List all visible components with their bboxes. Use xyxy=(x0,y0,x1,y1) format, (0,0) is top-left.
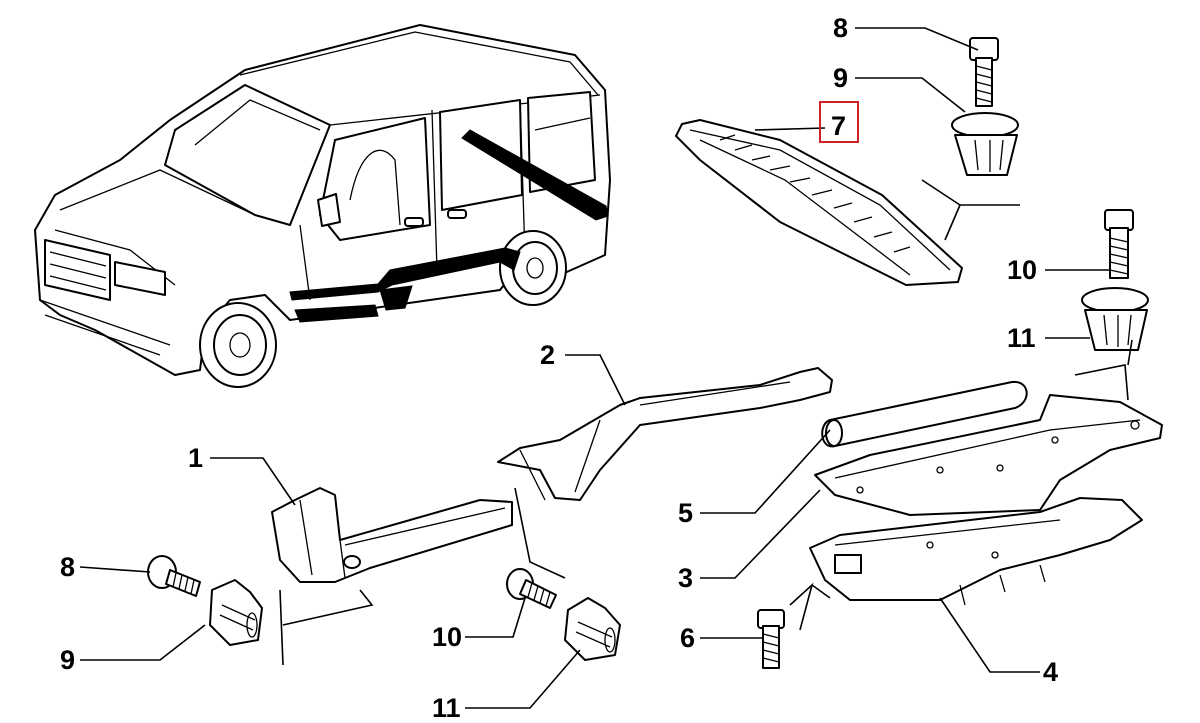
screw-10-mid xyxy=(506,568,557,609)
callout-1: 1 xyxy=(188,443,204,473)
trim-part-1 xyxy=(271,487,513,583)
trim-part-2 xyxy=(497,367,833,501)
screw-6 xyxy=(757,609,785,669)
clip-9-left xyxy=(209,579,263,646)
callout-11-right: 11 xyxy=(1007,323,1036,353)
van-illustration xyxy=(34,24,611,388)
highlight-box xyxy=(819,101,859,143)
callout-4: 4 xyxy=(1043,657,1059,687)
callout-10-mid: 10 xyxy=(432,622,463,652)
callout-8-top: 8 xyxy=(833,13,849,43)
callout-11-mid: 11 xyxy=(432,693,461,723)
callout-6: 6 xyxy=(680,623,696,653)
clip-9-top xyxy=(951,112,1019,176)
callout-8-left: 8 xyxy=(60,552,76,582)
callout-5: 5 xyxy=(678,498,694,528)
screw-8-top xyxy=(969,37,999,107)
callout-9-top: 9 xyxy=(833,63,849,93)
clip-11-mid xyxy=(564,597,621,661)
screw-10-right xyxy=(1104,209,1134,279)
screw-8-left xyxy=(147,555,201,597)
position-marks xyxy=(279,179,1133,666)
panel-part-4 xyxy=(809,497,1143,606)
clip-11-right xyxy=(1081,287,1149,351)
leader-lines xyxy=(79,27,1110,709)
tube-part-5 xyxy=(821,380,1028,448)
callout-7: 7 xyxy=(831,111,847,141)
panel-part-3 xyxy=(814,394,1163,516)
callout-10-right: 10 xyxy=(1007,255,1038,285)
step-plate-7 xyxy=(675,119,963,286)
callout-2: 2 xyxy=(540,340,556,370)
callout-3: 3 xyxy=(678,563,694,593)
callout-9-left: 9 xyxy=(60,645,76,675)
